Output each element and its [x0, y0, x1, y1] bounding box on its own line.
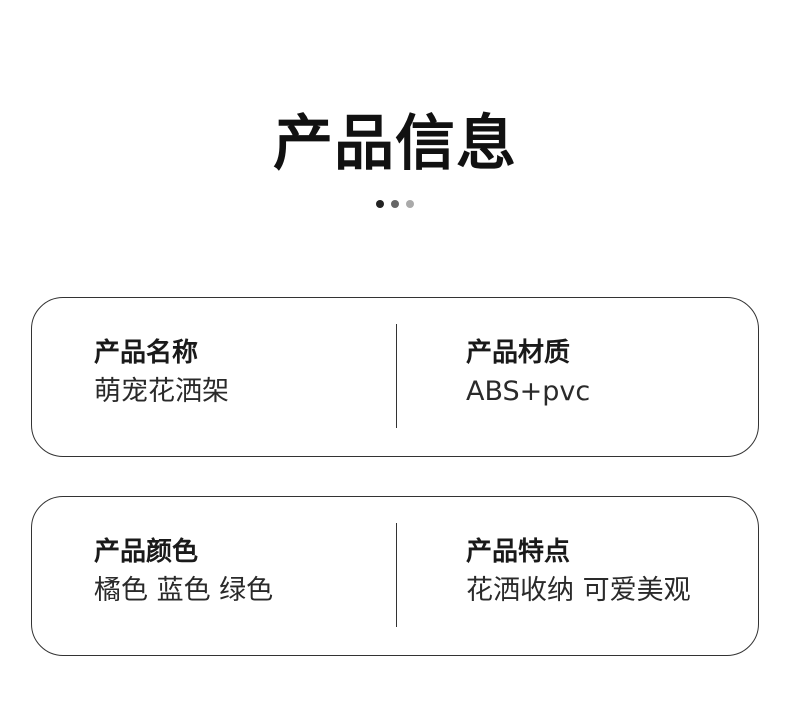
product-color-label: 产品颜色 — [94, 537, 199, 567]
product-material-label: 产品材质 — [466, 338, 571, 368]
card-divider — [396, 523, 397, 627]
info-card-1: 产品名称 萌宠花洒架 产品材质 ABS+pvc — [31, 297, 759, 457]
product-name-label: 产品名称 — [94, 338, 199, 368]
info-card-2: 产品颜色 橘色 蓝色 绿色 产品特点 花洒收纳 可爱美观 — [31, 496, 759, 656]
card-divider — [396, 324, 397, 428]
page-dots — [0, 200, 790, 208]
product-material-value: ABS+pvc — [466, 376, 591, 407]
dot-2 — [391, 200, 399, 208]
product-name-value: 萌宠花洒架 — [94, 376, 229, 407]
product-feature-value: 花洒收纳 可爱美观 — [466, 575, 691, 606]
product-feature-cell: 产品特点 花洒收纳 可爱美观 — [466, 535, 691, 611]
product-color-value: 橘色 蓝色 绿色 — [94, 575, 274, 606]
dot-3 — [406, 200, 414, 208]
product-color-cell: 产品颜色 橘色 蓝色 绿色 — [94, 535, 273, 611]
dot-1 — [376, 200, 384, 208]
product-feature-label: 产品特点 — [466, 537, 571, 567]
page-title: 产品信息 — [273, 109, 517, 179]
product-name-cell: 产品名称 萌宠花洒架 — [94, 336, 229, 412]
product-material-cell: 产品材质 ABS+pvc — [466, 336, 590, 412]
